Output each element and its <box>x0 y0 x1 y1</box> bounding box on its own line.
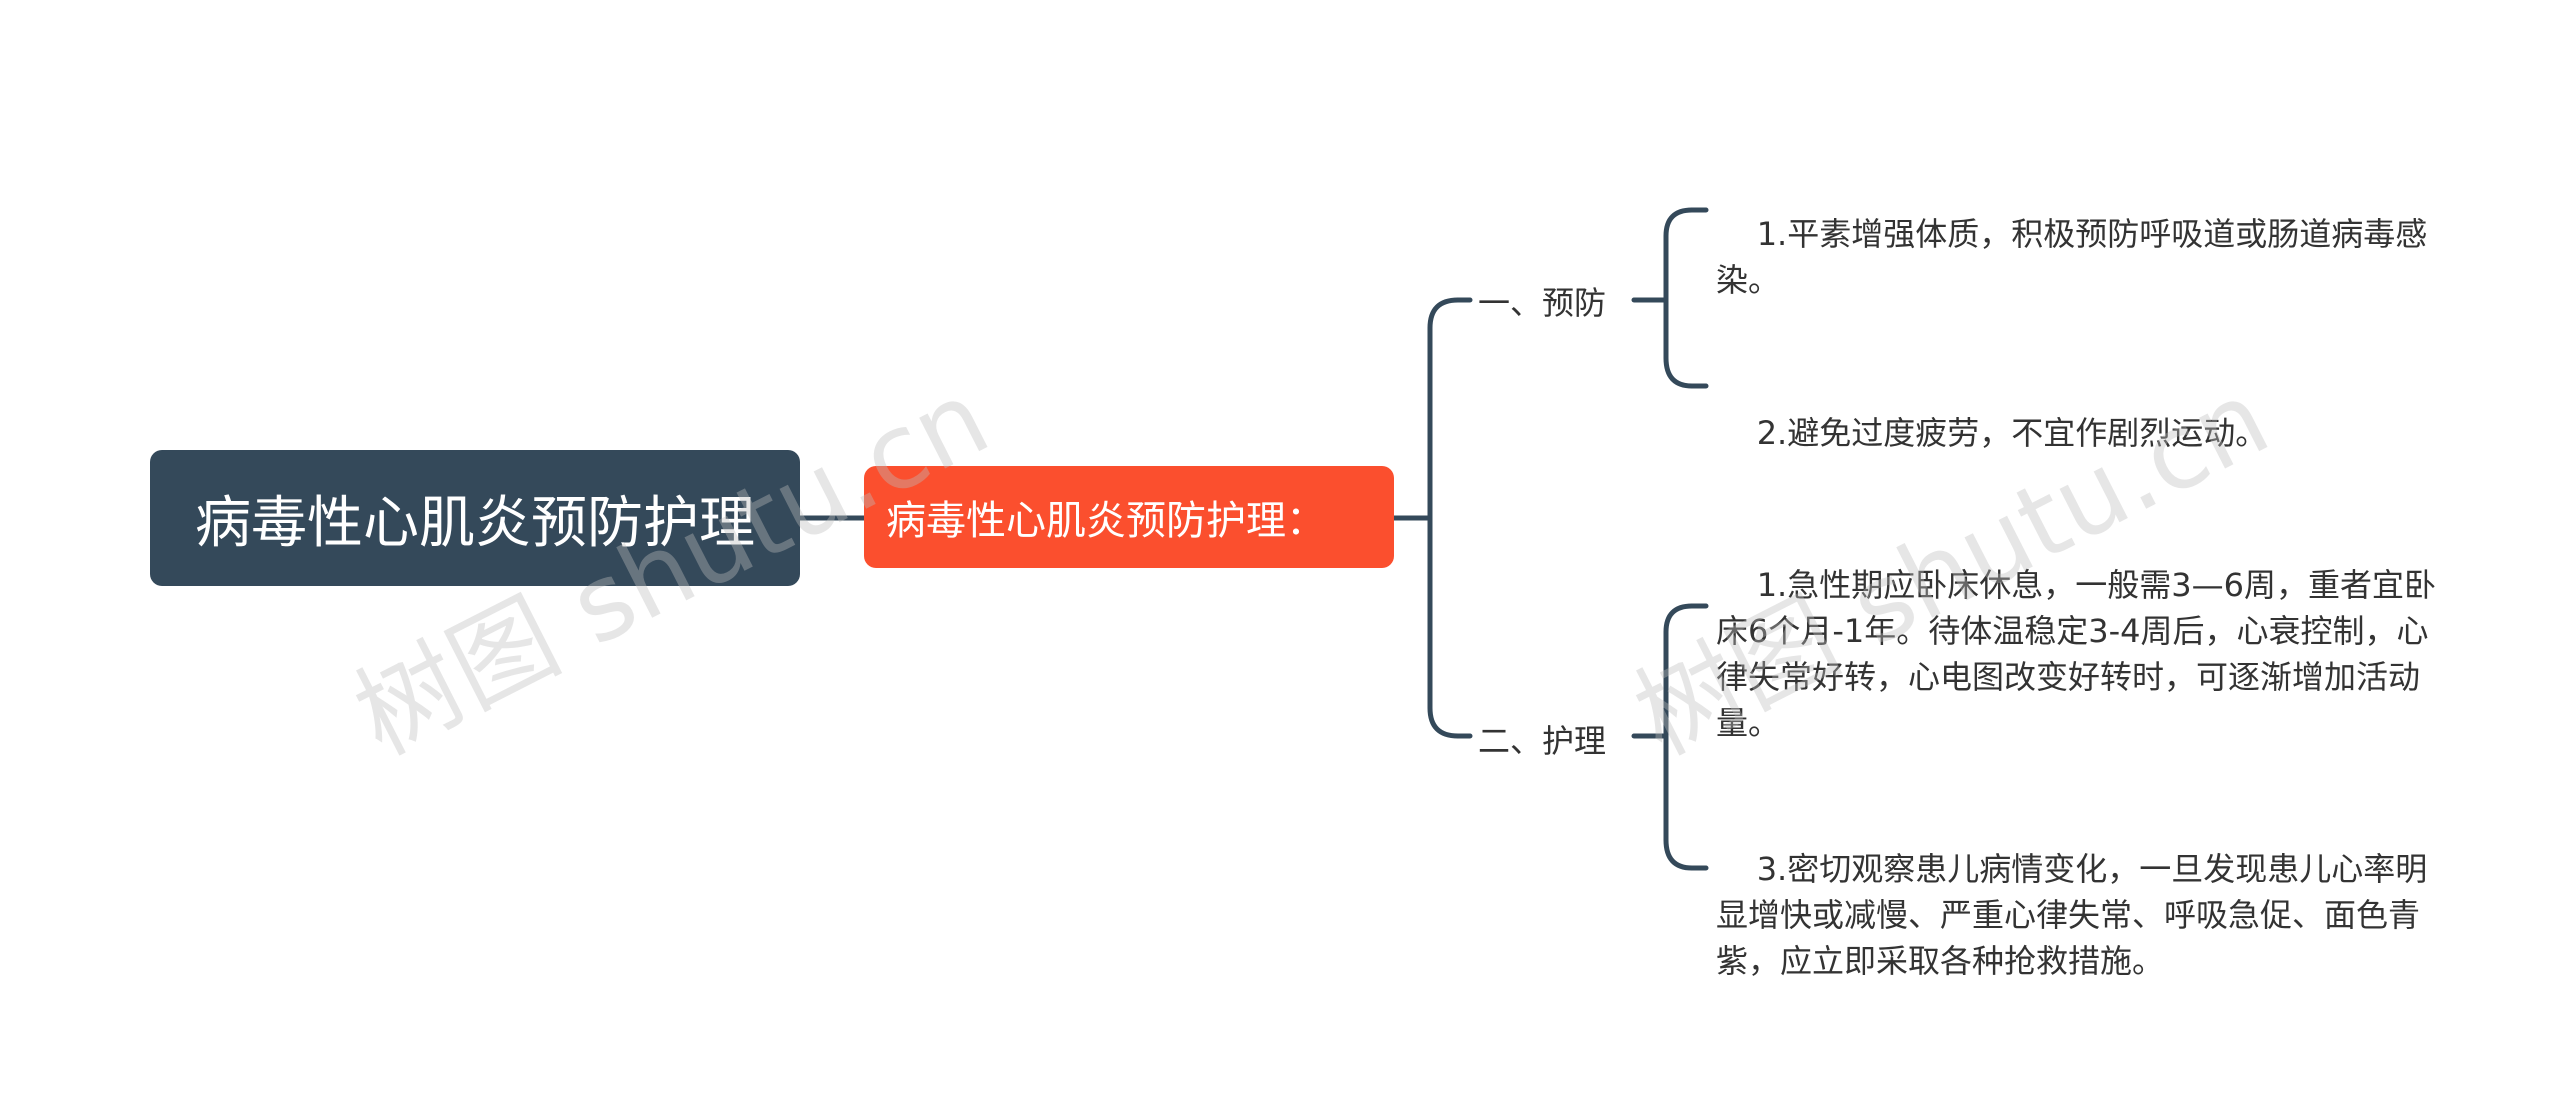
leaf-nursing-2[interactable]: 3.密切观察患儿病情变化，一旦发现患儿心率明显增快或减慢、严重心律失常、呼吸急促… <box>1716 800 2436 1030</box>
bracket-main <box>1427 297 1461 739</box>
leaf-prevention-1-text: 1.平素增强体质，积极预防呼吸道或肠道病毒感染。 <box>1716 215 2428 299</box>
branch-prevention-label: 一、预防 <box>1478 284 1607 322</box>
leaf-nursing-1[interactable]: 1.急性期应卧床休息，一般需3—6周，重者宜卧床6个月-1年。待体温稳定3-4周… <box>1716 516 2436 792</box>
leaf-prevention-2-text: 2.避免过度疲劳，不宜作剧烈运动。 <box>1756 414 2268 452</box>
sub-node[interactable]: 病毒性心肌炎预防护理： <box>864 466 1394 568</box>
branch-nursing-label: 二、护理 <box>1478 722 1607 760</box>
bracket-b1 <box>1663 207 1695 389</box>
leaf-nursing-2-text: 3.密切观察患儿病情变化，一旦发现患儿心率明显增快或减慢、严重心律失常、呼吸急促… <box>1716 850 2428 980</box>
bracket-b2 <box>1663 603 1695 871</box>
leaf-prevention-1[interactable]: 1.平素增强体质，积极预防呼吸道或肠道病毒感染。 <box>1716 165 2436 349</box>
root-node[interactable]: 病毒性心肌炎预防护理 <box>150 450 800 586</box>
root-node-label: 病毒性心肌炎预防护理 <box>195 490 755 556</box>
branch-prevention[interactable]: 一、预防 <box>1478 278 1606 324</box>
sub-node-label: 病毒性心肌炎预防护理： <box>886 498 1326 544</box>
branch-nursing[interactable]: 二、护理 <box>1478 716 1606 762</box>
leaf-nursing-1-text: 1.急性期应卧床休息，一般需3—6周，重者宜卧床6个月-1年。待体温稳定3-4周… <box>1716 566 2436 742</box>
leaf-prevention-2[interactable]: 2.避免过度疲劳，不宜作剧烈运动。 <box>1716 364 2436 502</box>
